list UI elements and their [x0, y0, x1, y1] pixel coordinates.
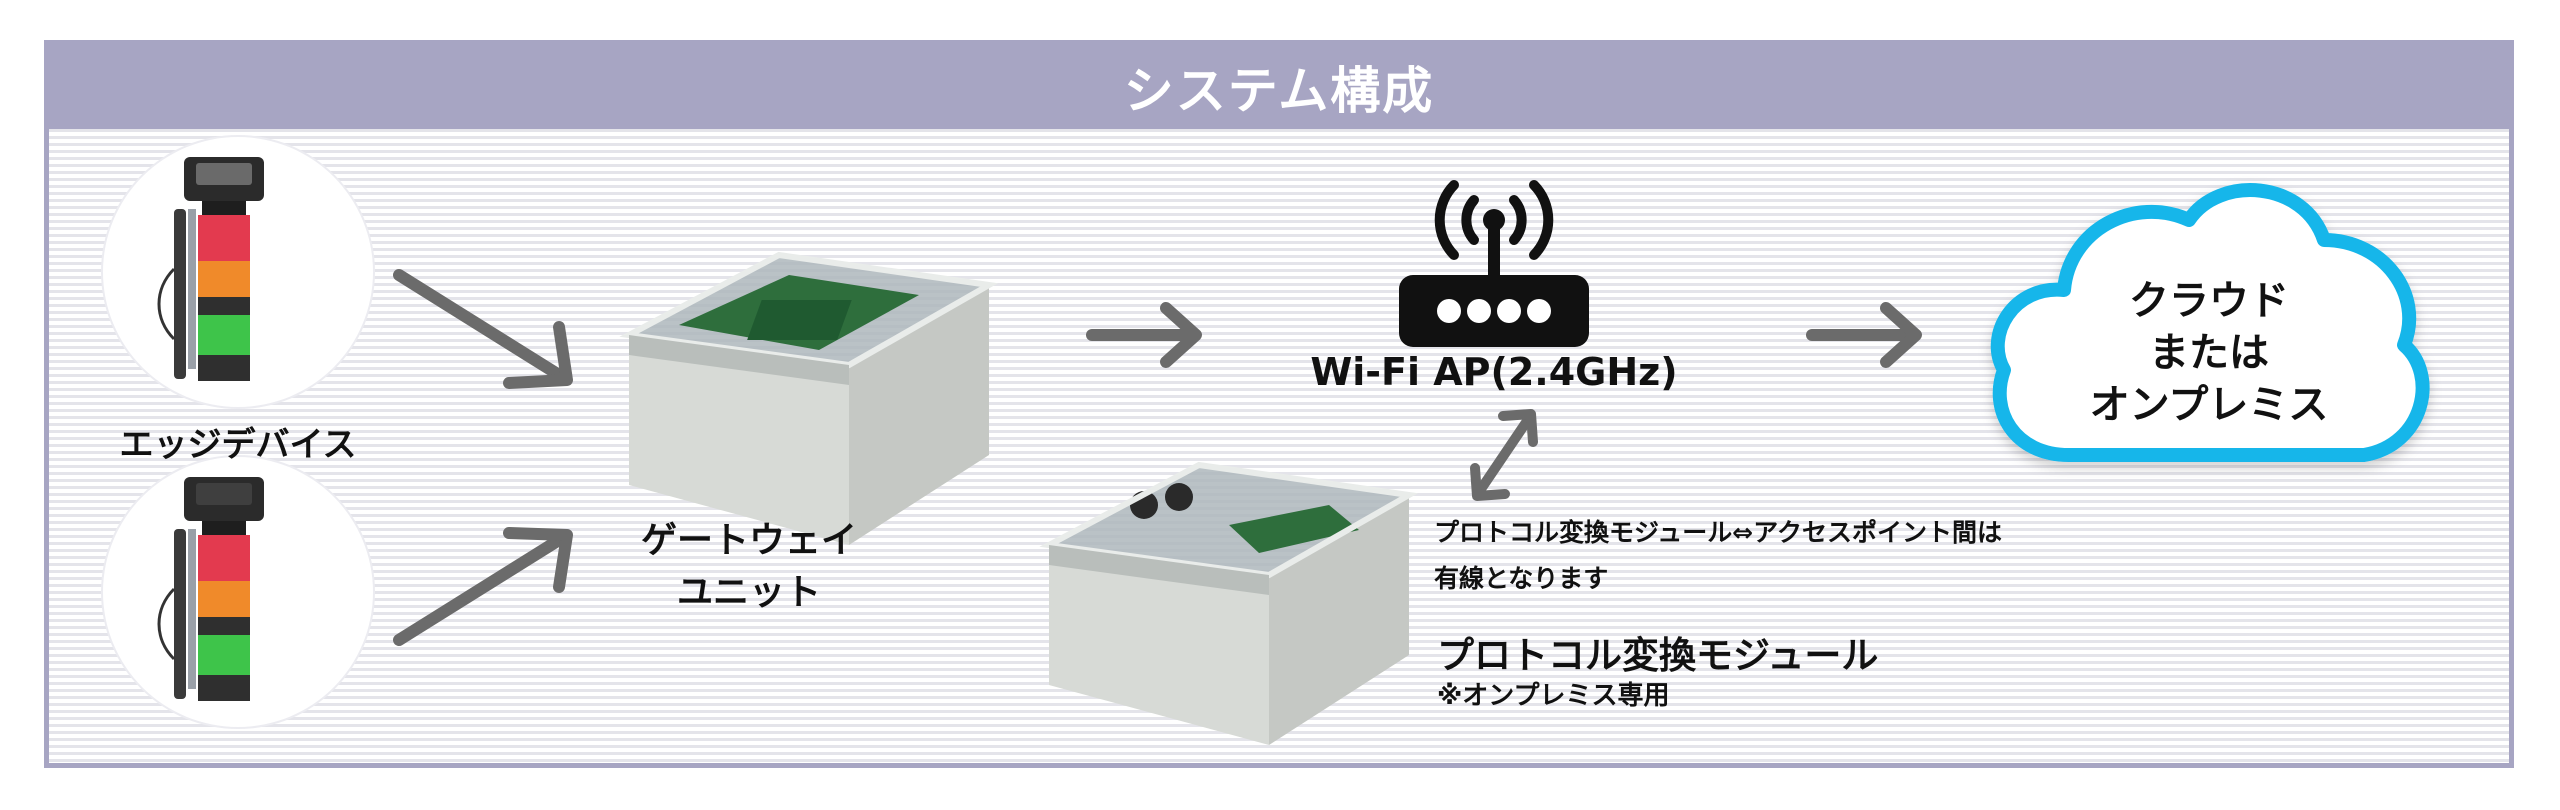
header-bar: システム構成 [49, 45, 2509, 129]
wifi-router-icon [1379, 155, 1609, 355]
cloud-label-line1: クラウド [2079, 275, 2339, 327]
system-diagram: システム構成 エッジデバイス [44, 40, 2514, 768]
protocol-module-label: プロトコル変換モジュール [1437, 625, 1957, 679]
double-arrow-icon [1459, 400, 1549, 510]
gateway-box-icon [589, 225, 1009, 565]
connection-note-line1: プロトコル変換モジュール⇔アクセスポイント間は [1434, 510, 2084, 556]
gateway-label-line1: ゲートウェイ [599, 515, 899, 567]
cloud-label-line3: オンプレミス [2079, 379, 2339, 431]
connection-note-line2: 有線となります [1434, 556, 2084, 602]
connection-note: プロトコル変換モジュール⇔アクセスポイント間は 有線となります [1434, 510, 2084, 602]
arrow-edge-to-gateway-top [389, 265, 599, 405]
cloud-label-line2: または [2079, 327, 2339, 379]
arrow-gateway-to-wifi [1084, 300, 1214, 370]
gateway-label-line2: ユニット [599, 567, 899, 619]
cloud-label: クラウド または オンプレミス [2079, 275, 2339, 431]
wifi-ap-label: Wi-Fi AP(2.4GHz) [1299, 350, 1689, 394]
protocol-module-box-icon [1009, 435, 1429, 765]
signal-tower-icon [154, 469, 304, 729]
page-title: システム構成 [1124, 51, 1435, 123]
arrow-wifi-to-cloud [1804, 300, 1934, 370]
arrow-edge-to-gateway-bottom [389, 515, 599, 655]
protocol-module-note: ※オンプレミス専用 [1437, 675, 1797, 712]
edge-device-label: エッジデバイス [113, 417, 363, 466]
gateway-label: ゲートウェイ ユニット [599, 515, 899, 619]
signal-tower-icon [154, 149, 304, 409]
